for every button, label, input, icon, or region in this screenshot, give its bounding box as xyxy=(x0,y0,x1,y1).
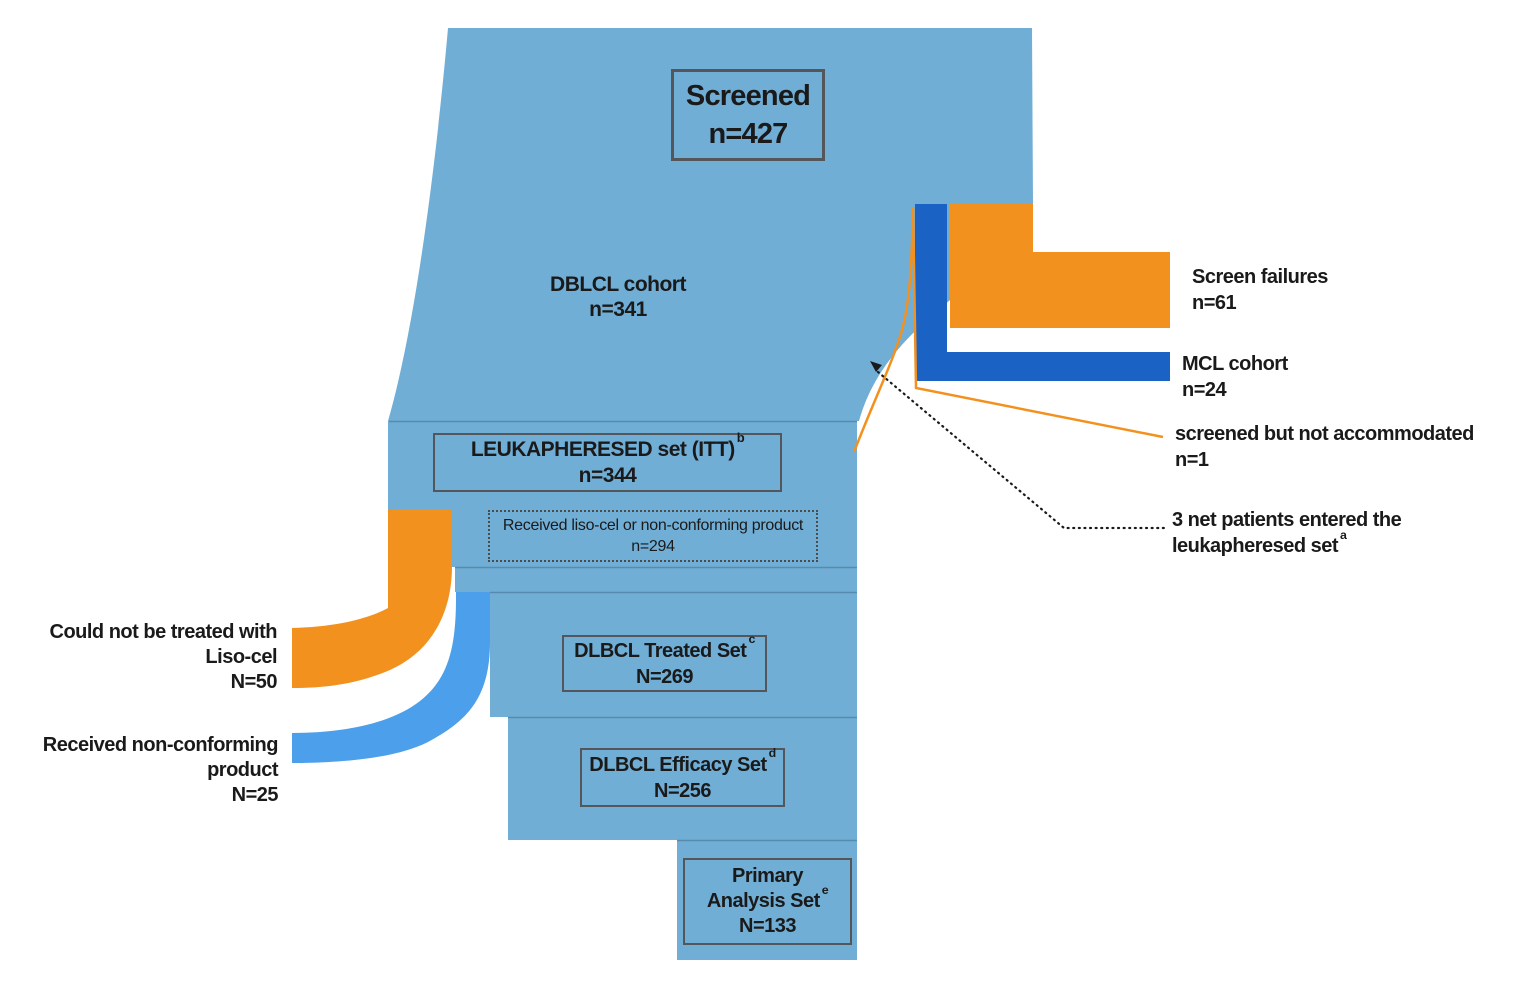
treated-set-count: N=269 xyxy=(636,665,694,688)
leukapheresed-label: LEUKAPHERESED set (ITT) xyxy=(470,437,735,461)
leukapheresed-node-box: LEUKAPHERESED set (ITT)b n=344 xyxy=(433,431,782,492)
mcl-cohort-label: MCL cohort n=24 xyxy=(1182,351,1288,403)
primary-analysis-label: Analysis Set xyxy=(706,890,820,912)
footnote-marker-b: b xyxy=(736,429,745,445)
non-conforming-count: N=25 xyxy=(231,784,279,806)
dblcl-cohort-label: DBLCL cohort n=341 xyxy=(518,272,718,322)
trunk-efficacy-segment xyxy=(508,717,857,840)
screened-node-box: Screened n=427 xyxy=(671,69,825,161)
not-accommodated-label: screened but not accommodated n=1 xyxy=(1175,421,1474,473)
screened-title: Screened xyxy=(685,80,811,112)
mcl-cohort-count: n=24 xyxy=(1182,379,1227,401)
screen-failures-count: n=61 xyxy=(1192,292,1237,314)
could-not-line1: Could not be treated with xyxy=(49,621,278,643)
efficacy-set-label: DLBCL Efficacy Set xyxy=(589,753,767,776)
leukapheresed-count: n=344 xyxy=(578,463,637,487)
dblcl-cohort-count: n=341 xyxy=(589,298,647,321)
treated-set-label: DLBCL Treated Set xyxy=(574,639,747,662)
flow-not-accommodated-line xyxy=(852,207,1164,453)
could-not-be-treated-label: Could not be treated with Liso-cel N=50 xyxy=(17,620,278,695)
efficacy-set-node-box: DLBCL Efficacy Setd N=256 xyxy=(580,747,785,807)
flow-mcl-cohort xyxy=(915,204,1170,381)
trunk-taper-shape xyxy=(388,28,1033,421)
trunk-transition-segment xyxy=(455,567,857,592)
dblcl-cohort-text: DBLCL cohort xyxy=(550,273,686,296)
annotation-arrowhead-icon xyxy=(870,361,882,372)
leukapheresed-title: LEUKAPHERESED set (ITT)b xyxy=(470,431,745,463)
received-lisocel-label: Received liso-cel or non-conforming prod… xyxy=(502,517,804,534)
could-not-line2: Liso-cel xyxy=(205,646,277,668)
trunk-primary-segment xyxy=(677,840,857,960)
non-conforming-line1: Received non-conforming xyxy=(42,734,279,756)
trunk-leukapheresed-segment xyxy=(388,421,857,567)
treated-set-title: DLBCL Treated Setc xyxy=(574,633,755,664)
dotted-annotation-line xyxy=(876,370,1169,530)
flow-screen-failures xyxy=(950,204,1170,328)
primary-analysis-line2: Analysis Sete xyxy=(706,884,829,914)
received-lisocel-dotted-box: Received liso-cel or non-conforming prod… xyxy=(488,510,818,562)
screen-failures-label: Screen failures n=61 xyxy=(1192,264,1328,316)
not-accommodated-count: n=1 xyxy=(1175,449,1209,471)
could-not-count: N=50 xyxy=(230,671,278,693)
net-patients-line1: 3 net patients entered the xyxy=(1172,509,1402,531)
primary-analysis-line1: Primary xyxy=(732,865,804,887)
efficacy-set-count: N=256 xyxy=(654,779,712,802)
ribbon-non-conforming-product xyxy=(292,592,490,763)
net-patients-text: leukapheresed set xyxy=(1172,535,1339,557)
non-conforming-line2: product xyxy=(207,759,278,781)
net-patients-annotation: 3 net patients entered the leukapheresed… xyxy=(1172,507,1402,559)
footnote-marker-e: e xyxy=(821,882,829,897)
footnote-marker-c: c xyxy=(748,632,755,647)
efficacy-set-title: DLBCL Efficacy Setd xyxy=(589,747,776,778)
primary-analysis-count: N=133 xyxy=(739,915,797,937)
treated-set-node-box: DLBCL Treated Setc N=269 xyxy=(562,633,767,692)
net-patients-line2: leukapheresed seta xyxy=(1172,529,1401,559)
screen-failures-text: Screen failures xyxy=(1192,266,1328,288)
non-conforming-label: Received non-conforming product N=25 xyxy=(18,733,279,808)
footnote-marker-d: d xyxy=(768,746,777,761)
not-accommodated-text: screened but not accommodated xyxy=(1175,423,1474,445)
footnote-marker-a: a xyxy=(1340,527,1347,542)
primary-analysis-node-box: Primary Analysis Sete N=133 xyxy=(683,858,852,945)
received-lisocel-count: n=294 xyxy=(631,538,675,555)
ribbon-could-not-be-treated xyxy=(292,510,452,688)
mcl-cohort-text: MCL cohort xyxy=(1182,353,1288,375)
screened-count: n=427 xyxy=(708,118,788,150)
